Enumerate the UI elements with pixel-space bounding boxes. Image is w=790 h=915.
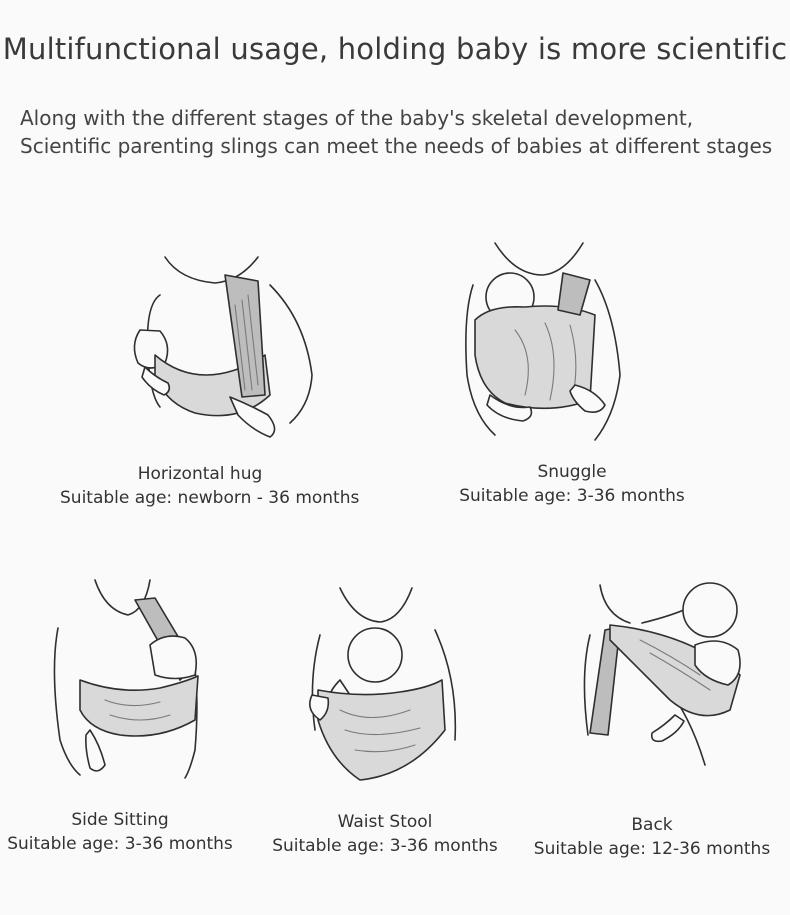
- usage-name: Horizontal hug: [137, 464, 263, 484]
- usage-horizontal-hug: [120, 245, 340, 445]
- page-description: Along with the different stages of the b…: [20, 104, 790, 160]
- usage-name: Waist Stool: [337, 812, 433, 832]
- waist-stool-illustration: [309, 587, 457, 781]
- usage-age: Suitable age: 12-36 months: [533, 839, 771, 859]
- usage-back: [580, 575, 760, 780]
- description-line-1: Along with the different stages of the b…: [20, 106, 694, 130]
- snuggle-illustration: [465, 242, 621, 441]
- side-sitting-illustration: [53, 579, 199, 779]
- caption-waist-stool: Waist Stool Suitable age: 3-36 months: [255, 810, 515, 858]
- horizontal-hug-illustration: [133, 256, 313, 438]
- usage-age: Suitable age: 3-36 months: [7, 834, 233, 854]
- usage-name: Side Sitting: [71, 810, 169, 830]
- caption-side-sitting: Side Sitting Suitable age: 3-36 months: [0, 808, 240, 856]
- caption-horizontal-hug: Horizontal hug Suitable age: newborn - 3…: [60, 462, 360, 510]
- description-line-2: Scientific parenting slings can meet the…: [20, 134, 773, 158]
- usage-age: Suitable age: 3-36 months: [459, 486, 685, 506]
- usage-age: Suitable age: 3-36 months: [272, 836, 498, 856]
- back-carry-illustration: [583, 582, 741, 766]
- usage-side-sitting: [50, 570, 210, 780]
- usage-age: Suitable age: newborn - 36 months: [60, 488, 360, 508]
- usage-waist-stool: [300, 580, 470, 785]
- usage-name: Snuggle: [537, 462, 607, 482]
- usage-snuggle: [455, 235, 635, 445]
- usage-name: Back: [631, 815, 673, 835]
- caption-snuggle: Snuggle Suitable age: 3-36 months: [432, 460, 712, 508]
- caption-back: Back Suitable age: 12-36 months: [522, 813, 782, 861]
- page-title: Multifunctional usage, holding baby is m…: [2, 32, 788, 66]
